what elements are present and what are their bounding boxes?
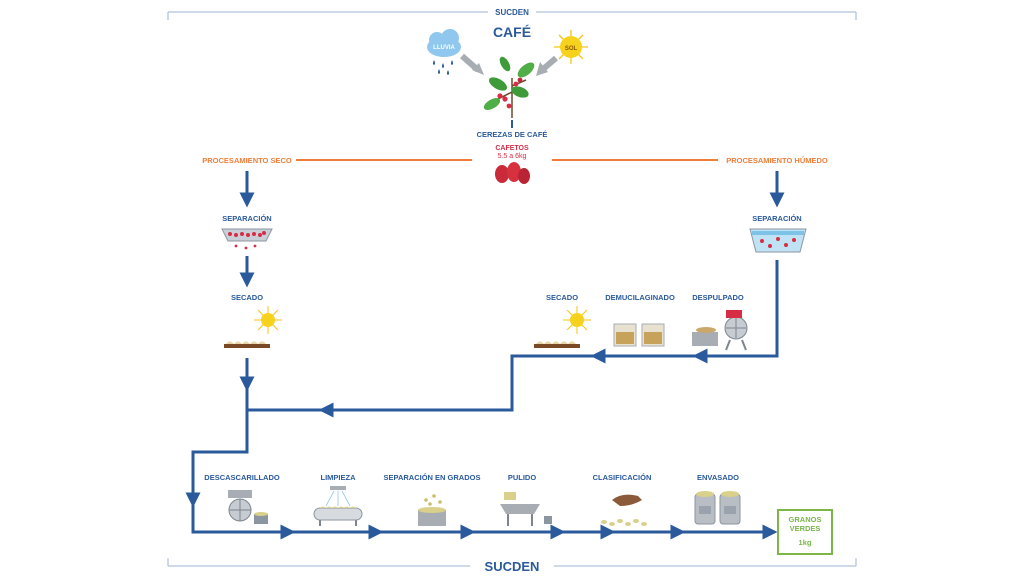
cafetos-label: CAFETOS bbox=[495, 145, 529, 152]
wet-branch-label: PROCESAMIENTO HÚMEDO bbox=[726, 156, 828, 165]
cherries-icon bbox=[495, 162, 530, 184]
sun-icon bbox=[254, 306, 282, 334]
title: CAFÉ bbox=[493, 24, 531, 40]
green-beans-box bbox=[777, 509, 833, 555]
grading-label: SEPARACIÓN EN GRADOS bbox=[384, 473, 481, 482]
main-flow-line bbox=[191, 358, 770, 534]
result-line2: VERDES bbox=[790, 524, 821, 533]
coffee-bags-icon bbox=[694, 491, 741, 525]
hulling-label: DESCASCARILLADO bbox=[204, 473, 280, 482]
rain-cloud-icon bbox=[427, 29, 461, 75]
result-line1: GRANOS bbox=[789, 515, 822, 524]
wet-flow-line bbox=[247, 260, 779, 412]
rain-label: LLUVIA bbox=[433, 45, 455, 51]
sun-icon bbox=[563, 306, 591, 334]
dry-drying-label: SECADO bbox=[231, 293, 263, 302]
hand-sorting-icon bbox=[601, 494, 647, 526]
sun-icon bbox=[554, 30, 588, 64]
cleaning-label: LIMPIEZA bbox=[321, 473, 357, 482]
cherries-label: CEREZAS DE CAFÉ bbox=[477, 130, 548, 139]
sieve-icon bbox=[221, 228, 273, 250]
dry-branch-label: PROCESAMIENTO SECO bbox=[202, 156, 292, 165]
polishing-label: PULIDO bbox=[508, 473, 537, 482]
drying-bed-icon bbox=[224, 341, 270, 348]
cleaning-machine-icon bbox=[313, 486, 363, 526]
bagging-label: ENVASADO bbox=[697, 473, 739, 482]
sun-label: SOL bbox=[565, 46, 578, 52]
polishing-machine-icon bbox=[500, 492, 552, 526]
grading-machine-icon bbox=[418, 494, 446, 526]
brand-top: SUCDEN bbox=[495, 8, 529, 17]
wet-separation-label: SEPARACIÓN bbox=[752, 214, 801, 223]
cafetos-qty: 5.5 a 6kg bbox=[498, 153, 527, 160]
result-qty: 1kg bbox=[799, 538, 812, 547]
bottom-frame bbox=[167, 558, 857, 567]
dry-separation-label: SEPARACIÓN bbox=[222, 214, 271, 223]
depulper-machine-icon bbox=[692, 310, 748, 351]
demucilaging-label: DEMUCILAGINADO bbox=[605, 293, 675, 302]
drying-bed-icon bbox=[534, 341, 580, 348]
water-tank-icon bbox=[749, 228, 807, 253]
fermentation-tanks-icon bbox=[613, 323, 665, 347]
coffee-plant-icon bbox=[483, 56, 535, 118]
brand-bottom: SUCDEN bbox=[485, 559, 540, 574]
huller-machine-icon bbox=[228, 490, 268, 524]
depulping-label: DESPULPADO bbox=[692, 293, 744, 302]
top-frame bbox=[167, 11, 857, 20]
wet-drying-label: SECADO bbox=[546, 293, 578, 302]
classification-label: CLASIFICACIÓN bbox=[593, 473, 652, 482]
